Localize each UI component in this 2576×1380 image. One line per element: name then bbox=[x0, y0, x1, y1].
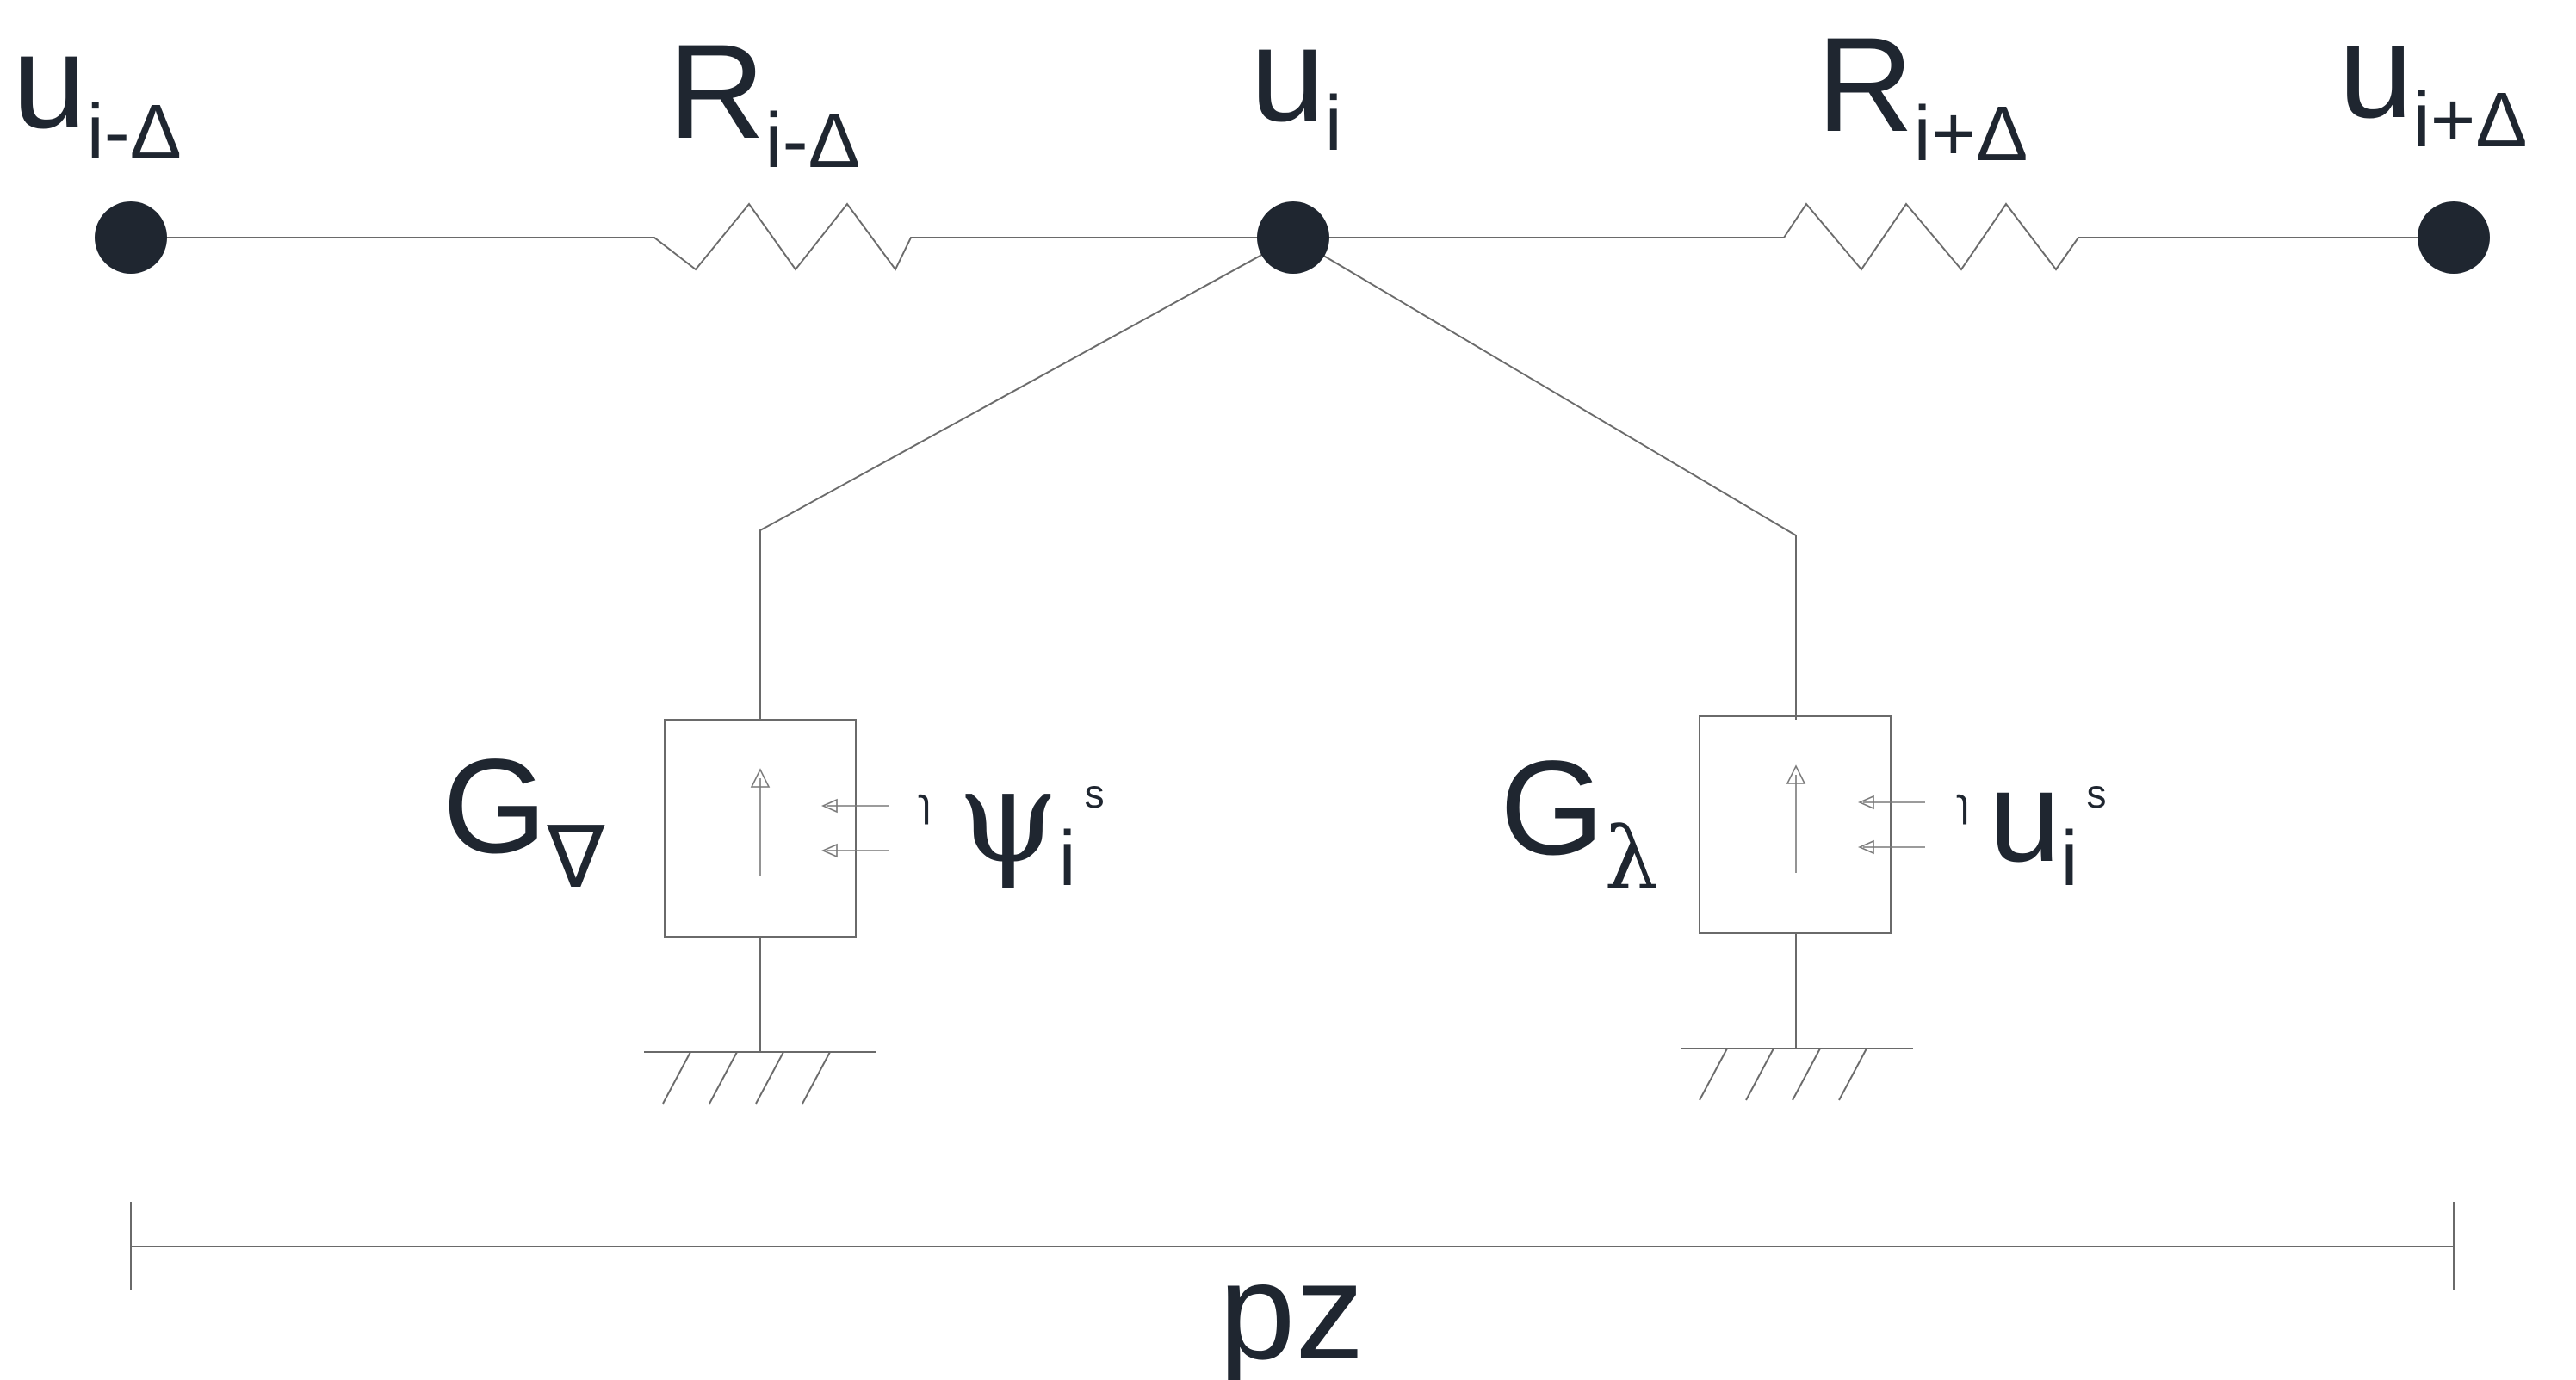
arrow-in-left-2-icon bbox=[821, 843, 838, 858]
arrow-up-left-icon bbox=[750, 768, 771, 788]
resistor-right bbox=[1291, 202, 2454, 271]
wire-center-to-left-source bbox=[759, 237, 1294, 720]
wire-center-to-right-source bbox=[1292, 237, 1797, 720]
node-center bbox=[1257, 201, 1329, 274]
label-resistor-right: Ri+Δ bbox=[1817, 10, 2028, 177]
label-gain-right: Gλ bbox=[1500, 733, 1659, 909]
node-left bbox=[95, 201, 167, 274]
label-node-center: ui bbox=[1250, 0, 1342, 167]
label-gain-left: G∇ bbox=[443, 732, 605, 906]
arrow-up-right-icon bbox=[1786, 764, 1806, 784]
label-dimension: pz bbox=[1219, 1234, 1365, 1380]
label-input-right: uis bbox=[1989, 744, 2106, 902]
ground-right-icon bbox=[1681, 1048, 1913, 1101]
controlled-source-right bbox=[1699, 715, 1892, 934]
arrow-in-left-1-icon bbox=[821, 798, 838, 814]
label-node-left: ui-Δ bbox=[12, 7, 182, 176]
label-node-right: ui+Δ bbox=[2338, 0, 2527, 164]
label-input-right-pre: ɿ bbox=[1956, 780, 1969, 825]
arrow-in-right-1-icon bbox=[1858, 795, 1874, 810]
resistor-left bbox=[622, 202, 1291, 271]
label-input-left: ψis bbox=[957, 742, 1105, 902]
node-right bbox=[2418, 201, 2490, 274]
label-input-left-pre: ɿ bbox=[918, 780, 931, 825]
label-resistor-left: Ri-Δ bbox=[668, 17, 860, 184]
arrow-in-right-2-icon bbox=[1858, 839, 1874, 855]
ground-left-icon bbox=[644, 1051, 876, 1105]
